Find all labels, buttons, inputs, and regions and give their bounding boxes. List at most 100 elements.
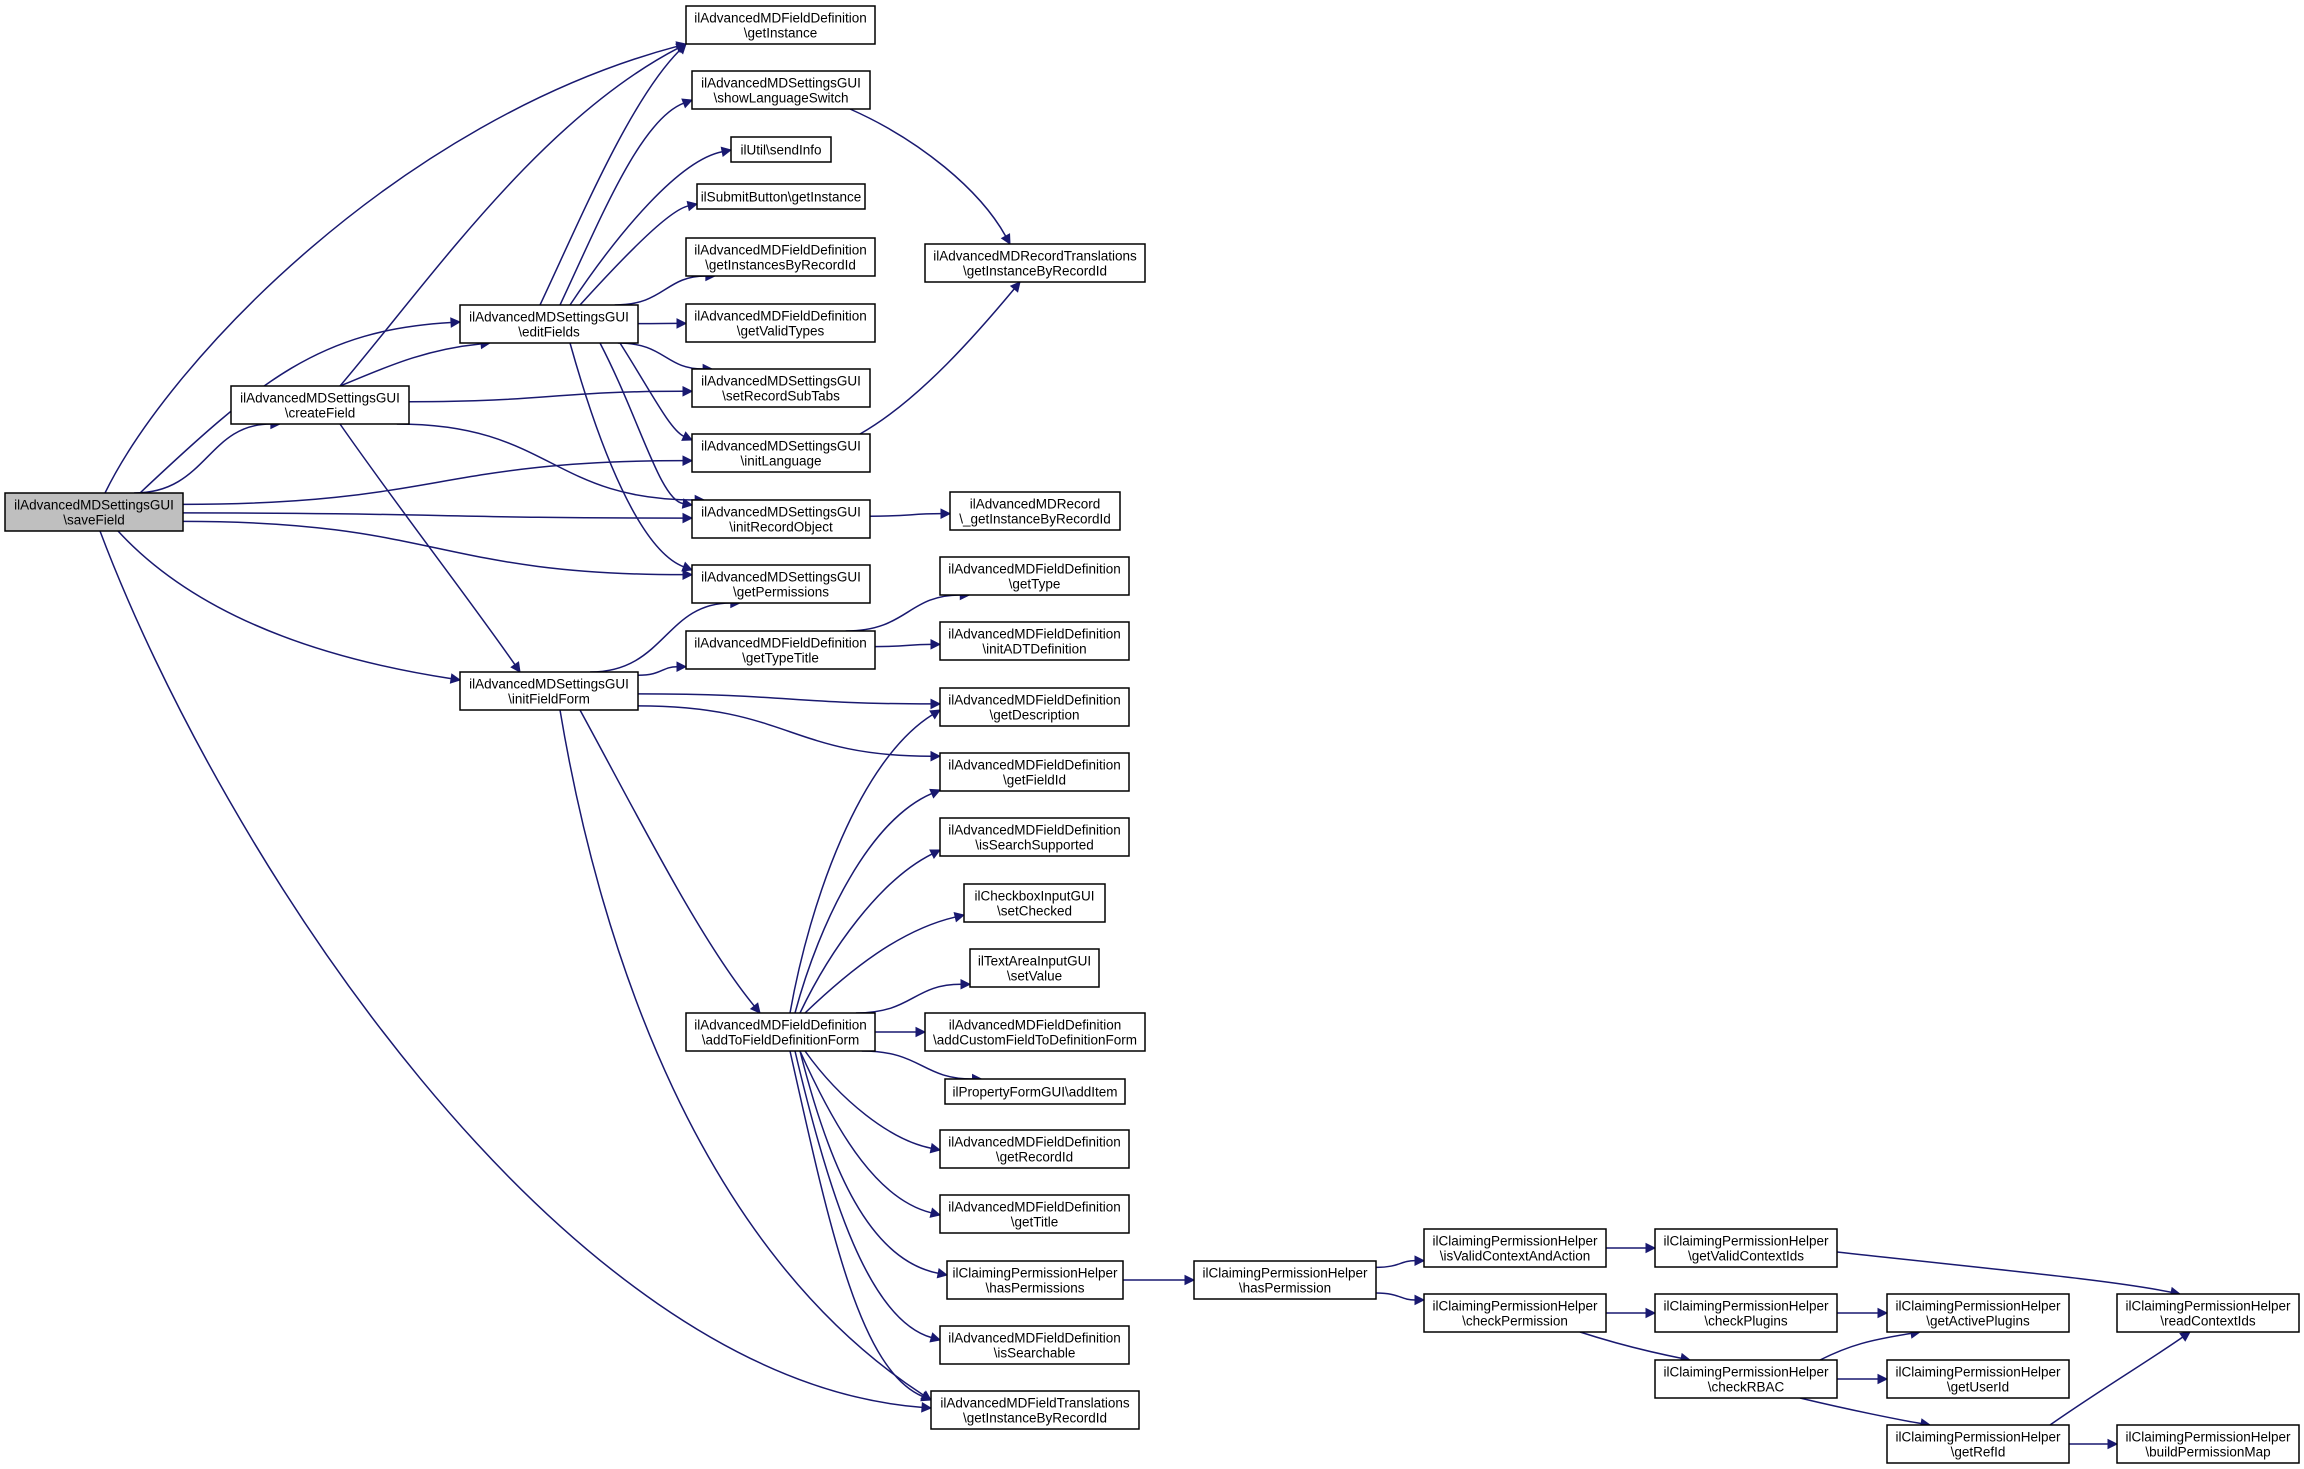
edge-line (396, 423, 696, 501)
arrowhead (930, 750, 942, 762)
node-label-line: \setValue (1007, 969, 1062, 984)
edge-line (637, 705, 932, 757)
edge-line (104, 45, 678, 494)
node-addCustomField[interactable]: ilAdvancedMDFieldDefinition\addCustomFie… (924, 1012, 1146, 1052)
node-box (963, 883, 1106, 923)
node-label-line: ilClaimingPermissionHelper (1432, 1299, 1598, 1314)
node-label-line: \getType (1009, 577, 1061, 592)
edge-getValidContextIds-to-readContextIds (1836, 1251, 2182, 1298)
edge-isValidContextAndAction-to-getValidContextIds (1605, 1242, 1657, 1254)
node-saveField[interactable]: ilAdvancedMDSettingsGUI\saveField (4, 492, 184, 532)
node-getTypeTitle[interactable]: ilAdvancedMDFieldDefinition\getTypeTitle (685, 630, 876, 670)
node-getDescription[interactable]: ilAdvancedMDFieldDefinition\getDescripti… (939, 687, 1130, 727)
arrowhead (682, 569, 694, 580)
arrowhead (1184, 1274, 1196, 1286)
node-addItem[interactable]: ilPropertyFormGUI\addItem (944, 1078, 1126, 1105)
edge-initFieldForm-to-getTypeTitle (637, 661, 688, 676)
edge-addToFieldDefinitionForm-to-setChecked (804, 911, 966, 1014)
node-label-line: \setChecked (997, 904, 1072, 919)
edge-line (339, 423, 516, 666)
node-box (924, 243, 1146, 283)
edge-line (804, 916, 956, 1014)
node-box (459, 304, 639, 344)
arrowhead (936, 1267, 949, 1279)
edge-line (2049, 1336, 2184, 1426)
node-initLanguage[interactable]: ilAdvancedMDSettingsGUI\initLanguage (691, 433, 871, 473)
node-box (939, 556, 1130, 596)
node-getValidContextIds[interactable]: ilClaimingPermissionHelper\getValidConte… (1654, 1228, 1838, 1268)
node-getRefId[interactable]: ilClaimingPermissionHelper\getRefId (1886, 1424, 2070, 1464)
edge-checkPermission-to-checkPlugins (1606, 1307, 1657, 1319)
edge-addToFieldDefinitionForm-to-setValue (855, 978, 972, 1014)
node-getValidTypes[interactable]: ilAdvancedMDFieldDefinition\getValidType… (685, 303, 876, 343)
edge-editFields-to-submitGetInstance (579, 200, 699, 306)
node-label-line: ilClaimingPermissionHelper (1663, 1299, 1829, 1314)
node-box (691, 70, 871, 110)
arrowhead (2179, 1331, 2191, 1342)
node-initADTDefinition[interactable]: ilAdvancedMDFieldDefinition\initADTDefin… (939, 621, 1130, 661)
node-setValue[interactable]: ilTextAreaInputGUI\setValue (969, 948, 1100, 988)
edge-saveField-to-initFieldForm (117, 530, 462, 684)
edge-line (637, 693, 932, 705)
node-recTransGetInstance[interactable]: ilAdvancedMDRecordTranslations\getInstan… (924, 243, 1146, 283)
node-isSearchSupported[interactable]: ilAdvancedMDFieldDefinition\isSearchSupp… (939, 817, 1130, 857)
node-fieldTransGetInstance[interactable]: ilAdvancedMDFieldTranslations\getInstanc… (930, 1390, 1140, 1430)
edge-checkRBAC-to-getActivePlugins (1819, 1328, 1922, 1361)
node-label-line: \saveField (63, 513, 125, 528)
node-showLanguageSwitch[interactable]: ilAdvancedMDSettingsGUI\showLanguageSwit… (691, 70, 871, 110)
node-getFieldId[interactable]: ilAdvancedMDFieldDefinition\getFieldId (939, 752, 1130, 792)
node-initFieldForm[interactable]: ilAdvancedMDSettingsGUI\initFieldForm (459, 671, 639, 711)
node-sendInfo[interactable]: ilUtil\sendInfo (730, 136, 832, 163)
node-fd_getInstance[interactable]: ilAdvancedMDFieldDefinition\getInstance (685, 5, 876, 45)
node-label-line: \getValidTypes (737, 324, 825, 339)
node-submitGetInstance[interactable]: ilSubmitButton\getInstance (696, 183, 866, 210)
node-addToFieldDefinitionForm[interactable]: ilAdvancedMDFieldDefinition\addToFieldDe… (685, 1012, 876, 1052)
edge-initFieldForm-to-getDescription (637, 693, 942, 710)
node-editFields[interactable]: ilAdvancedMDSettingsGUI\editFields (459, 304, 639, 344)
node-label-line: \addCustomFieldToDefinitionForm (933, 1033, 1137, 1048)
node-box (2116, 1424, 2300, 1464)
node-setRecordSubTabs[interactable]: ilAdvancedMDSettingsGUI\setRecordSubTabs (691, 368, 871, 408)
node-getRecordId[interactable]: ilAdvancedMDFieldDefinition\getRecordId (939, 1129, 1130, 1169)
node-isValidContextAndAction[interactable]: ilClaimingPermissionHelper\isValidContex… (1423, 1228, 1607, 1268)
node-hasPermissions[interactable]: ilClaimingPermissionHelper\hasPermission… (946, 1260, 1124, 1300)
node-checkPlugins[interactable]: ilClaimingPermissionHelper\checkPlugins (1654, 1293, 1838, 1333)
node-label-line: \checkPermission (1462, 1314, 1568, 1329)
node-hasPermission[interactable]: ilClaimingPermissionHelper\hasPermission (1193, 1260, 1377, 1300)
edge-addToFieldDefinitionForm-to-isSearchSupported (799, 849, 941, 1014)
node-buildPermissionMap[interactable]: ilClaimingPermissionHelper\buildPermissi… (2116, 1424, 2300, 1464)
node-readContextIds[interactable]: ilClaimingPermissionHelper\readContextId… (2116, 1293, 2300, 1333)
node-checkPermission[interactable]: ilClaimingPermissionHelper\checkPermissi… (1423, 1293, 1607, 1333)
node-isSearchable[interactable]: ilAdvancedMDFieldDefinition\isSearchable (939, 1325, 1130, 1365)
node-recordGetInstance[interactable]: ilAdvancedMDRecord\_getInstanceByRecordI… (949, 491, 1121, 531)
node-box (1886, 1359, 2070, 1399)
arrowhead (929, 1142, 942, 1154)
node-box (939, 1325, 1130, 1365)
edge-checkRBAC-to-getRefId (1799, 1397, 1932, 1429)
node-checkRBAC[interactable]: ilClaimingPermissionHelper\checkRBAC (1654, 1359, 1838, 1399)
node-getInstancesByRecordId[interactable]: ilAdvancedMDFieldDefinition\getInstances… (685, 237, 876, 277)
arrowhead (1645, 1307, 1657, 1319)
node-setChecked[interactable]: ilCheckboxInputGUI\setChecked (963, 883, 1106, 923)
node-label-line: ilAdvancedMDFieldTranslations (940, 1396, 1130, 1411)
edge-initFieldForm-to-getFieldId (637, 705, 942, 762)
edge-line (619, 342, 685, 437)
node-getTitle[interactable]: ilAdvancedMDFieldDefinition\getTitle (939, 1194, 1130, 1234)
arrowhead (720, 146, 733, 158)
edge-line (559, 709, 924, 1396)
edge-line (590, 602, 731, 673)
node-getType[interactable]: ilAdvancedMDFieldDefinition\getType (939, 556, 1130, 596)
node-label-line: \isSearchable (994, 1346, 1076, 1361)
node-box (691, 368, 871, 408)
node-getActivePlugins[interactable]: ilClaimingPermissionHelper\getActivePlug… (1886, 1293, 2070, 1333)
node-label-line: ilTextAreaInputGUI (978, 954, 1091, 969)
node-initRecordObject[interactable]: ilAdvancedMDSettingsGUI\initRecordObject (691, 499, 871, 539)
node-getPermissions[interactable]: ilAdvancedMDSettingsGUI\getPermissions (691, 564, 871, 604)
edge-addToFieldDefinitionForm-to-hasPermissions (799, 1050, 949, 1279)
edge-line (339, 47, 679, 387)
node-getUserId[interactable]: ilClaimingPermissionHelper\getUserId (1886, 1359, 2070, 1399)
node-box (685, 1012, 876, 1052)
node-createField[interactable]: ilAdvancedMDSettingsGUI\createField (230, 385, 410, 425)
node-label-line: ilAdvancedMDSettingsGUI (469, 677, 629, 692)
edge-line (874, 643, 932, 648)
